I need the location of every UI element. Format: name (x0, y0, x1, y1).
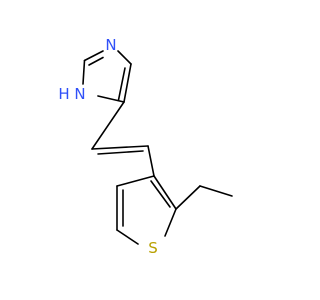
bond-c2-n3-double (88, 56, 104, 66)
atom-n1-label: N (74, 85, 85, 103)
bond-vinyl (91, 145, 149, 150)
bond-c2-c3 (153, 175, 177, 210)
bond-c4-c5 (123, 63, 132, 103)
atom-s-label: S (148, 239, 158, 257)
bond-n3-c4 (117, 50, 132, 65)
atom-n3-label: N (105, 36, 116, 54)
bond-s-c2 (164, 208, 177, 237)
bond-ethyl-1 (175, 185, 201, 210)
bond-c3-c4 (116, 175, 155, 187)
bond-c2-n3 (83, 50, 104, 62)
bond-n1-c2 (82, 59, 86, 85)
bond-c5-s (116, 229, 139, 245)
atom-h-label: H (58, 85, 69, 103)
bond-c5-vinyl (91, 101, 125, 150)
bond-c5-n1 (97, 95, 125, 103)
bond-c4-c5-double (117, 67, 126, 101)
bond-vinyl-double (97, 150, 144, 155)
bond-ethyl-2 (199, 185, 233, 197)
bond-vinyl-thiophene (147, 145, 155, 177)
bond-c2-c3-double (150, 180, 171, 208)
molecule-structure: N N H S (58, 36, 233, 257)
